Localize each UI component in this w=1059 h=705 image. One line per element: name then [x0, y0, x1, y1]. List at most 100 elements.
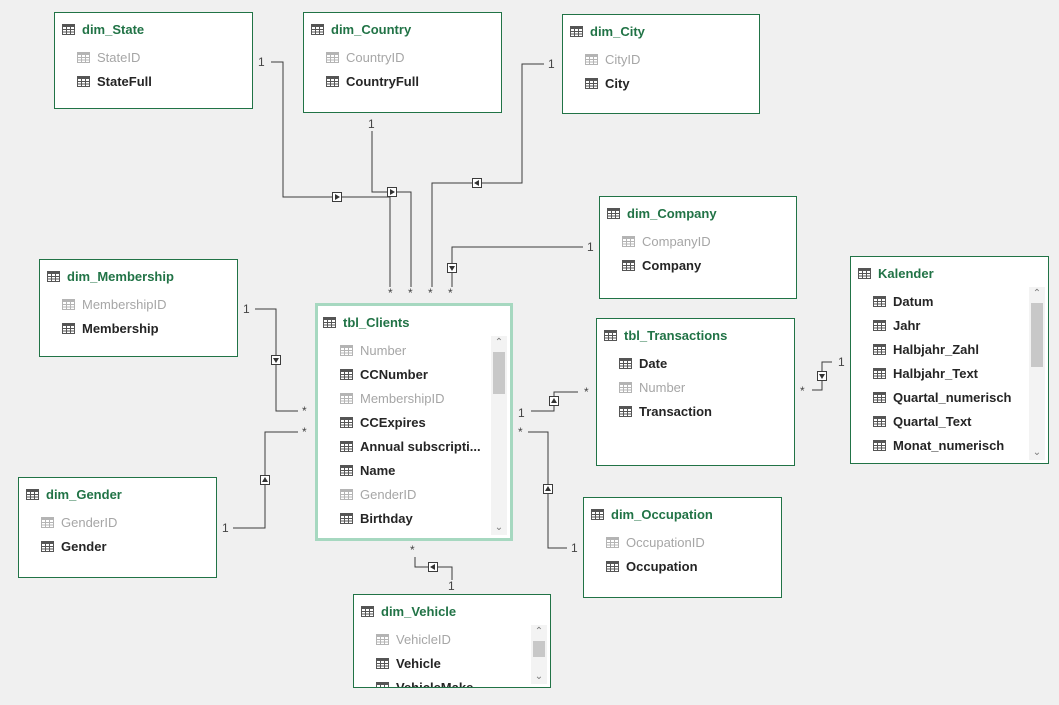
field-row[interactable]: Birthday	[318, 506, 510, 530]
table-header[interactable]: dim_State	[55, 13, 252, 45]
field-row[interactable]: VehicleID	[354, 627, 550, 651]
scrollbar[interactable]: ⌃⌄	[491, 336, 507, 535]
table-header[interactable]: dim_Membership	[40, 260, 237, 292]
field-row[interactable]: Date	[597, 351, 794, 375]
field-row[interactable]: Gender	[19, 534, 216, 558]
table-header[interactable]: dim_Company	[600, 197, 796, 229]
scrollbar-thumb[interactable]	[533, 641, 545, 657]
field-row[interactable]: CompanyID	[600, 229, 796, 253]
chevron-down-icon[interactable]: ⌄	[494, 522, 504, 533]
field-row[interactable]: MembershipID	[40, 292, 237, 316]
field-row[interactable]: Transaction	[597, 399, 794, 423]
field-row[interactable]: Occupation	[584, 554, 781, 578]
field-row[interactable]: Monat_numerisch	[851, 433, 1048, 457]
filter-direction-icon	[447, 263, 457, 273]
field-row[interactable]: OccupationID	[584, 530, 781, 554]
field-label: Halbjahr_Text	[893, 365, 979, 381]
field-label: Birthday	[360, 510, 413, 526]
field-row[interactable]: VehicleMake	[354, 675, 550, 688]
table-header[interactable]: dim_City	[563, 15, 759, 47]
rel-company-clients[interactable]	[451, 246, 583, 287]
field-icon	[622, 259, 635, 271]
field-row[interactable]: CCExpires	[318, 410, 510, 434]
field-row[interactable]: CountryID	[304, 45, 501, 69]
chevron-up-icon[interactable]: ⌃	[494, 337, 504, 348]
field-row[interactable]: Number	[318, 338, 510, 362]
chevron-down-icon[interactable]: ⌄	[534, 671, 544, 682]
cardinality-one-label: 1	[518, 406, 525, 420]
table-header[interactable]: Kalender	[851, 257, 1048, 289]
table-header[interactable]: dim_Gender	[19, 478, 216, 510]
chevron-down-icon[interactable]: ⌄	[1032, 447, 1042, 458]
field-row[interactable]: StateID	[55, 45, 252, 69]
table-header[interactable]: dim_Occupation	[584, 498, 781, 530]
scrollbar[interactable]: ⌃⌄	[531, 625, 547, 684]
field-label: CompanyID	[642, 233, 711, 249]
field-row[interactable]: CCNumber	[318, 362, 510, 386]
cardinality-one-label: 1	[368, 117, 375, 131]
table-header[interactable]: tbl_Clients	[318, 306, 510, 338]
field-label: CountryFull	[346, 73, 419, 89]
field-row[interactable]: Datum	[851, 289, 1048, 313]
field-label: StateID	[97, 49, 141, 65]
chevron-up-icon[interactable]: ⌃	[1032, 288, 1042, 299]
table-icon	[361, 605, 374, 617]
table-header[interactable]: dim_Vehicle	[354, 595, 550, 627]
field-row[interactable]: Halbjahr_Zahl	[851, 337, 1048, 361]
field-row[interactable]: Annual subscripti...	[318, 434, 510, 458]
field-icon	[873, 295, 886, 307]
field-row[interactable]: CountryFull	[304, 69, 501, 93]
field-row[interactable]: Vehicle	[354, 651, 550, 675]
rel-state-clients[interactable]	[271, 61, 391, 287]
field-row[interactable]: MembershipID	[318, 386, 510, 410]
field-row[interactable]: Company	[600, 253, 796, 277]
field-icon	[873, 391, 886, 403]
field-row[interactable]: StateFull	[55, 69, 252, 93]
field-label: VehicleMake	[396, 679, 474, 688]
field-label: Name	[360, 462, 396, 478]
field-row[interactable]: Quartal_Text	[851, 409, 1048, 433]
filter-direction-icon	[387, 187, 397, 197]
table-title: dim_Occupation	[611, 506, 713, 522]
scrollbar[interactable]: ⌃⌄	[1029, 287, 1045, 460]
field-list: CountryID CountryFull	[304, 45, 501, 93]
table-icon	[47, 270, 60, 282]
field-row[interactable]: City	[563, 71, 759, 95]
field-row[interactable]: Name	[318, 458, 510, 482]
field-row[interactable]: Halbjahr_Text	[851, 361, 1048, 385]
rel-city-clients[interactable]	[431, 63, 544, 287]
scrollbar-thumb[interactable]	[493, 352, 505, 394]
chevron-up-icon[interactable]: ⌃	[534, 626, 544, 637]
cardinality-many-label: *	[408, 286, 413, 300]
field-row[interactable]: GenderID	[318, 482, 510, 506]
field-row[interactable]: Quartal_numerisch	[851, 385, 1048, 409]
field-row[interactable]: GenderID	[19, 510, 216, 534]
field-row[interactable]: CityID	[563, 47, 759, 71]
field-row[interactable]: Membership	[40, 316, 237, 340]
rel-country-clients[interactable]	[371, 131, 412, 287]
table-icon	[591, 508, 604, 520]
field-label: Gender	[61, 538, 107, 554]
table-header[interactable]: tbl_Transactions	[597, 319, 794, 351]
field-row[interactable]: Number	[597, 375, 794, 399]
field-row[interactable]: Jahr	[851, 313, 1048, 337]
table-title: dim_Membership	[67, 268, 174, 284]
cardinality-one-label: 1	[838, 355, 845, 369]
field-icon	[41, 516, 54, 528]
filter-direction-icon	[543, 484, 553, 494]
scrollbar-thumb[interactable]	[1031, 303, 1043, 367]
table-header[interactable]: dim_Country	[304, 13, 501, 45]
